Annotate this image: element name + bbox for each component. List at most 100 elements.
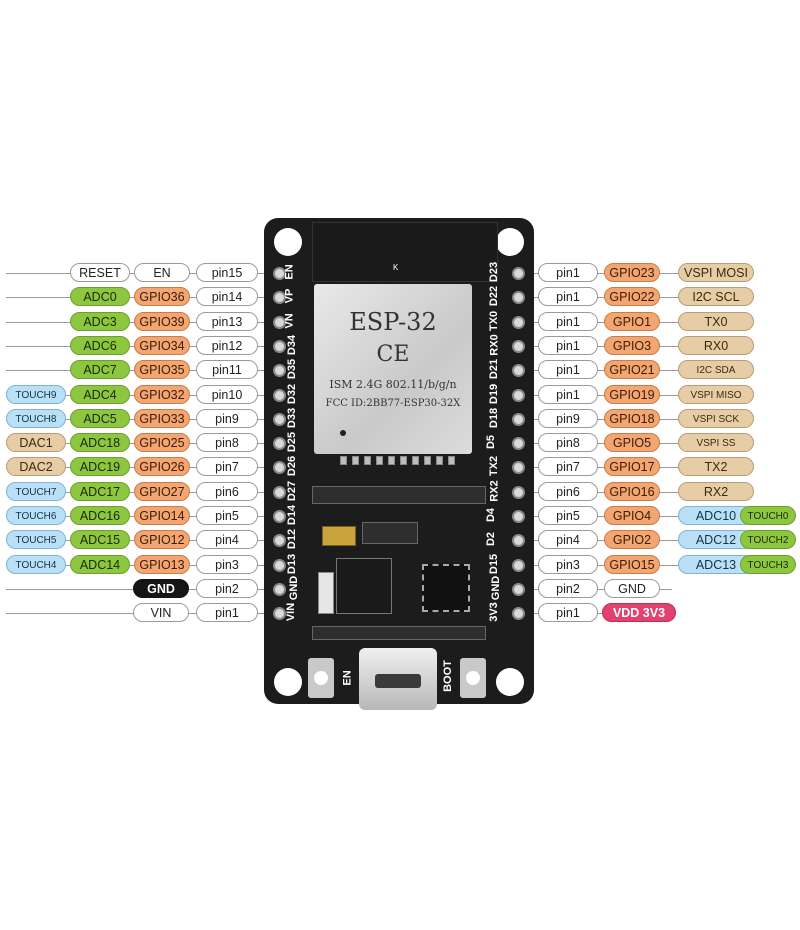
left-pin-number: pin15 bbox=[196, 263, 258, 282]
mount-hole-top-right bbox=[496, 228, 524, 256]
left-pin-number: pin11 bbox=[196, 360, 258, 379]
right-pin-number: pin6 bbox=[538, 482, 598, 501]
module-pad bbox=[424, 456, 431, 465]
left-silkscreen-label: D35 bbox=[286, 358, 299, 380]
right-silkscreen-label: 3V3 bbox=[487, 602, 500, 622]
en-button-label: EN bbox=[341, 670, 354, 686]
right-pin-function: TX2 bbox=[678, 457, 754, 476]
left-pin-function: ADC15 bbox=[70, 530, 130, 549]
left-pin-name: GPIO39 bbox=[134, 312, 190, 331]
right-header-pin bbox=[512, 559, 525, 572]
left-header-pin bbox=[273, 559, 286, 572]
right-pin-number: pin1 bbox=[538, 603, 598, 622]
right-pin-number: pin7 bbox=[538, 457, 598, 476]
usb-uart-chip bbox=[422, 564, 470, 612]
right-pin-alt-function: TOUCH0 bbox=[740, 506, 796, 525]
esp32-module: ESP-32 CE ISM 2.4G 802.11/b/g/n FCC ID:2… bbox=[314, 284, 472, 454]
micro-usb-port[interactable] bbox=[359, 648, 437, 710]
left-silkscreen-label: D13 bbox=[286, 553, 299, 575]
left-pin-number: pin12 bbox=[196, 336, 258, 355]
left-silkscreen-label: EN bbox=[283, 264, 296, 280]
capacitor bbox=[322, 526, 356, 546]
left-pin-number: pin10 bbox=[196, 385, 258, 404]
left-pin-function: ADC7 bbox=[70, 360, 130, 379]
left-header-pin bbox=[273, 486, 286, 499]
right-pin-function: I2C SCL bbox=[678, 287, 754, 306]
left-pin-function: ADC14 bbox=[70, 555, 130, 574]
right-pin-name: GPIO18 bbox=[604, 409, 660, 428]
left-pin-alt-function: TOUCH7 bbox=[6, 482, 66, 501]
left-pin-alt-function: TOUCH6 bbox=[6, 506, 66, 525]
left-pin-function: ADC5 bbox=[70, 409, 130, 428]
right-header-pin bbox=[512, 461, 525, 474]
left-pin-function: ADC16 bbox=[70, 506, 130, 525]
left-pin-alt-function: DAC2 bbox=[6, 457, 66, 476]
left-header-pin bbox=[273, 413, 286, 426]
right-pin-function: TX0 bbox=[678, 312, 754, 331]
left-pin-number: pin14 bbox=[196, 287, 258, 306]
left-pin-function: ADC3 bbox=[70, 312, 130, 331]
left-pin-name: GPIO36 bbox=[134, 287, 190, 306]
right-header-pin bbox=[512, 607, 525, 620]
left-pin-name: GND bbox=[133, 579, 189, 598]
slide-switch bbox=[318, 572, 334, 614]
right-silkscreen-label: D2 bbox=[485, 531, 498, 547]
left-header-pin bbox=[273, 364, 286, 377]
left-silkscreen-label: D26 bbox=[286, 455, 299, 477]
left-pin-name: GPIO35 bbox=[134, 360, 190, 379]
ce-mark: CE bbox=[376, 342, 410, 367]
right-pin-number: pin1 bbox=[538, 385, 598, 404]
right-silkscreen-label: GND bbox=[490, 575, 503, 601]
right-pin-number: pin5 bbox=[538, 506, 598, 525]
left-pin-alt-function: TOUCH8 bbox=[6, 409, 66, 428]
left-header-pin bbox=[273, 340, 286, 353]
right-header-pin bbox=[512, 486, 525, 499]
right-header-pin bbox=[512, 437, 525, 450]
left-pin-name: GPIO27 bbox=[134, 482, 190, 501]
right-pin-number: pin3 bbox=[538, 555, 598, 574]
right-pin-name: GPIO19 bbox=[604, 385, 660, 404]
smd-row-middle bbox=[362, 522, 418, 544]
right-pin-name: GPIO4 bbox=[604, 506, 660, 525]
right-pin-name: GPIO21 bbox=[604, 360, 660, 379]
right-pin-name: GPIO22 bbox=[604, 287, 660, 306]
esp32-board: K ESP-32 CE ISM 2.4G 802.11/b/g/n FCC ID… bbox=[264, 218, 534, 710]
smd-row-upper bbox=[312, 486, 486, 504]
right-pin-number: pin2 bbox=[538, 579, 598, 598]
right-pin-number: pin1 bbox=[538, 287, 598, 306]
right-pin-function: ADC13 bbox=[678, 555, 754, 574]
left-header-pin bbox=[273, 267, 286, 280]
right-header-pin bbox=[512, 340, 525, 353]
right-pin-function: RX0 bbox=[678, 336, 754, 355]
mount-hole-top-left bbox=[274, 228, 302, 256]
fcc-text: FCC ID:2BB77-ESP30-32X bbox=[325, 398, 461, 409]
left-header-pin bbox=[273, 316, 286, 329]
left-silkscreen-label: D14 bbox=[286, 504, 299, 526]
left-header-pin bbox=[273, 534, 286, 547]
left-pin-number: pin9 bbox=[196, 409, 258, 428]
left-silkscreen-label: D33 bbox=[286, 407, 299, 429]
left-pin-name: GPIO26 bbox=[134, 457, 190, 476]
boot-button[interactable] bbox=[460, 658, 486, 698]
left-silkscreen-label: VIN bbox=[285, 602, 298, 622]
left-pin-number: pin8 bbox=[196, 433, 258, 452]
module-pad bbox=[352, 456, 359, 465]
left-pin-name: GPIO12 bbox=[134, 530, 190, 549]
mount-hole-bottom-left bbox=[274, 668, 302, 696]
left-pin-name: GPIO33 bbox=[134, 409, 190, 428]
right-silkscreen-label: TX2 bbox=[488, 455, 501, 477]
module-dot bbox=[340, 430, 346, 436]
en-button[interactable] bbox=[308, 658, 334, 698]
left-pin-function: RESET bbox=[70, 263, 130, 282]
right-pin-number: pin1 bbox=[538, 263, 598, 282]
left-silkscreen-label: D34 bbox=[286, 334, 299, 356]
smd-row-lower bbox=[312, 626, 486, 640]
right-pin-power: VDD 3V3 bbox=[602, 603, 676, 622]
left-header-pin bbox=[273, 510, 286, 523]
left-pin-name: VIN bbox=[133, 603, 189, 622]
ism-text: ISM 2.4G 802.11/b/g/n bbox=[329, 378, 457, 391]
right-silkscreen-label: D22 bbox=[488, 285, 501, 307]
right-silkscreen-label: D5 bbox=[485, 434, 498, 450]
left-pin-function: ADC4 bbox=[70, 385, 130, 404]
